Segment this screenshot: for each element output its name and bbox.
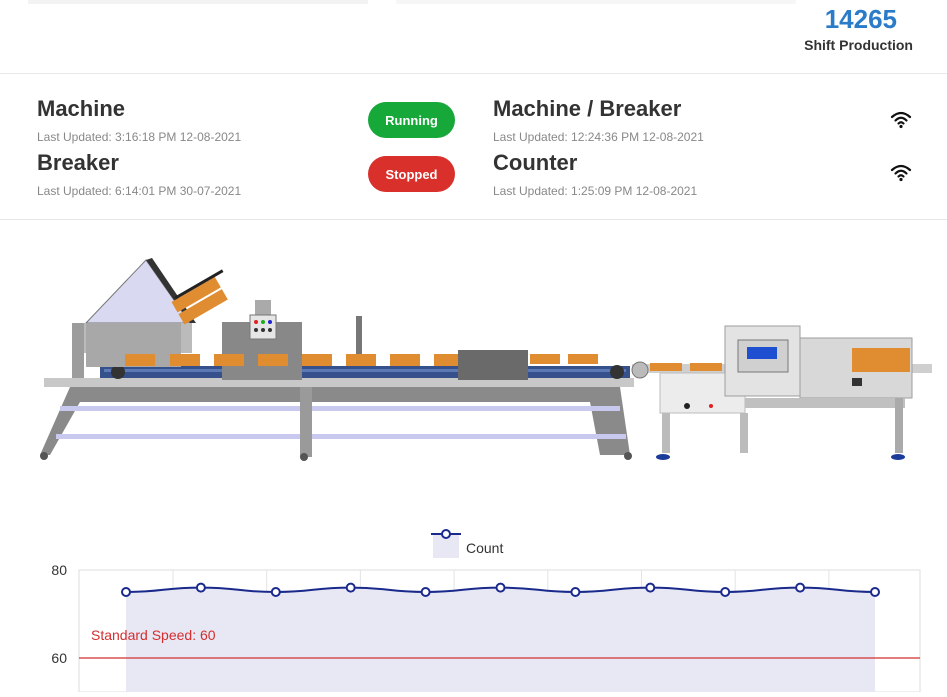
machine-breaker-last-updated: Last Updated: 12:24:36 PM 12-08-2021	[493, 130, 704, 144]
count-point	[420, 587, 431, 597]
count-point	[121, 587, 131, 597]
count-point	[720, 587, 731, 597]
count-point	[270, 587, 281, 597]
shift-production-label: Shift Production	[804, 37, 913, 53]
wifi-icon	[890, 164, 912, 182]
divider	[0, 73, 947, 74]
count-point	[570, 587, 581, 597]
machine-last-updated: Last Updated: 3:16:18 PM 12-08-2021	[37, 130, 242, 144]
count-point	[495, 582, 506, 593]
divider	[0, 219, 947, 220]
wifi-icon	[890, 111, 912, 129]
top-panel-left	[28, 0, 368, 4]
shift-production-value: 14265	[824, 4, 897, 34]
counter-connection-title: Counter	[493, 150, 578, 175]
legend-label: Count	[466, 540, 503, 556]
breaker-last-updated: Last Updated: 6:14:01 PM 30-07-2021	[37, 184, 242, 198]
count-point	[645, 582, 656, 593]
production-line-illustration	[40, 258, 932, 461]
machine-breaker-connection-title: Machine / Breaker	[493, 96, 682, 121]
y-tick-label: 80	[51, 562, 67, 578]
count-point	[795, 582, 806, 593]
count-area	[126, 587, 875, 692]
count-point	[870, 587, 880, 597]
standard-speed-label: Standard Speed: 60	[91, 627, 216, 643]
y-tick-label: 60	[51, 650, 67, 666]
breaker-status-title: Breaker	[37, 150, 119, 175]
count-point	[345, 582, 356, 593]
legend-marker	[441, 529, 451, 539]
count-point	[195, 582, 206, 593]
top-panel-right	[396, 0, 796, 4]
machine-status-title: Machine	[37, 96, 126, 121]
machine-running-badge: Running	[368, 102, 455, 138]
breaker-stopped-badge: Stopped	[368, 156, 455, 192]
counter-last-updated: Last Updated: 1:25:09 PM 12-08-2021	[493, 184, 698, 198]
